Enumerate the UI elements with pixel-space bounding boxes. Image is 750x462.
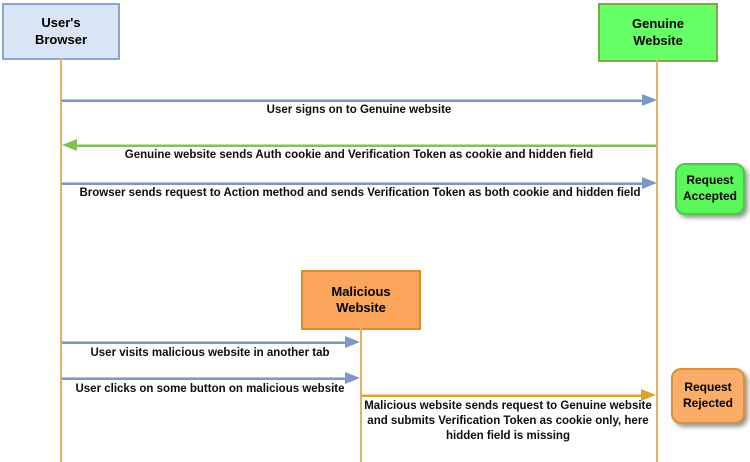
arrowhead-right-icon — [642, 177, 657, 189]
arrowhead-right-icon — [345, 336, 360, 348]
message-line-click-button — [62, 377, 345, 380]
actor-genuine-website: Genuine Website — [598, 3, 718, 62]
message-label-visit-malicious: User visits malicious website in another… — [90, 347, 330, 359]
message-line-malicious-request — [362, 394, 641, 397]
message-label-action-request: Browser sends request to Action method a… — [79, 187, 641, 199]
actor-genuine-website-label: Genuine Website — [631, 16, 684, 48]
status-request-accepted-label: Request Accepted — [682, 173, 738, 203]
actor-malicious-website: Malicious Website — [301, 270, 421, 330]
message-line-auth-cookie — [77, 144, 656, 147]
status-request-rejected: Request Rejected — [671, 368, 745, 424]
arrowhead-right-icon — [345, 372, 360, 384]
message-line-visit-malicious — [62, 341, 345, 344]
actor-users-browser: User's Browser — [2, 3, 120, 60]
lifeline-malicious-website — [360, 328, 362, 462]
arrowhead-right-icon — [641, 389, 656, 401]
lifeline-genuine-website — [656, 60, 658, 462]
message-label-malicious-request: Malicious website sends request to Genui… — [364, 400, 652, 442]
actor-users-browser-label: User's Browser — [34, 15, 88, 47]
arrowhead-left-icon — [62, 139, 77, 151]
message-line-action-request — [62, 182, 642, 185]
message-label-signon: User signs on to Genuine website — [266, 104, 452, 116]
message-label-auth-cookie: Genuine website sends Auth cookie and Ve… — [124, 149, 594, 161]
message-label-click-button: User clicks on some button on malicious … — [75, 383, 345, 395]
arrowhead-right-icon — [642, 94, 657, 106]
message-line-signon — [62, 99, 642, 102]
status-request-accepted: Request Accepted — [675, 163, 745, 215]
status-request-rejected-label: Request Rejected — [682, 380, 734, 410]
actor-malicious-website-label: Malicious Website — [331, 283, 391, 315]
lifeline-users-browser — [60, 58, 62, 462]
